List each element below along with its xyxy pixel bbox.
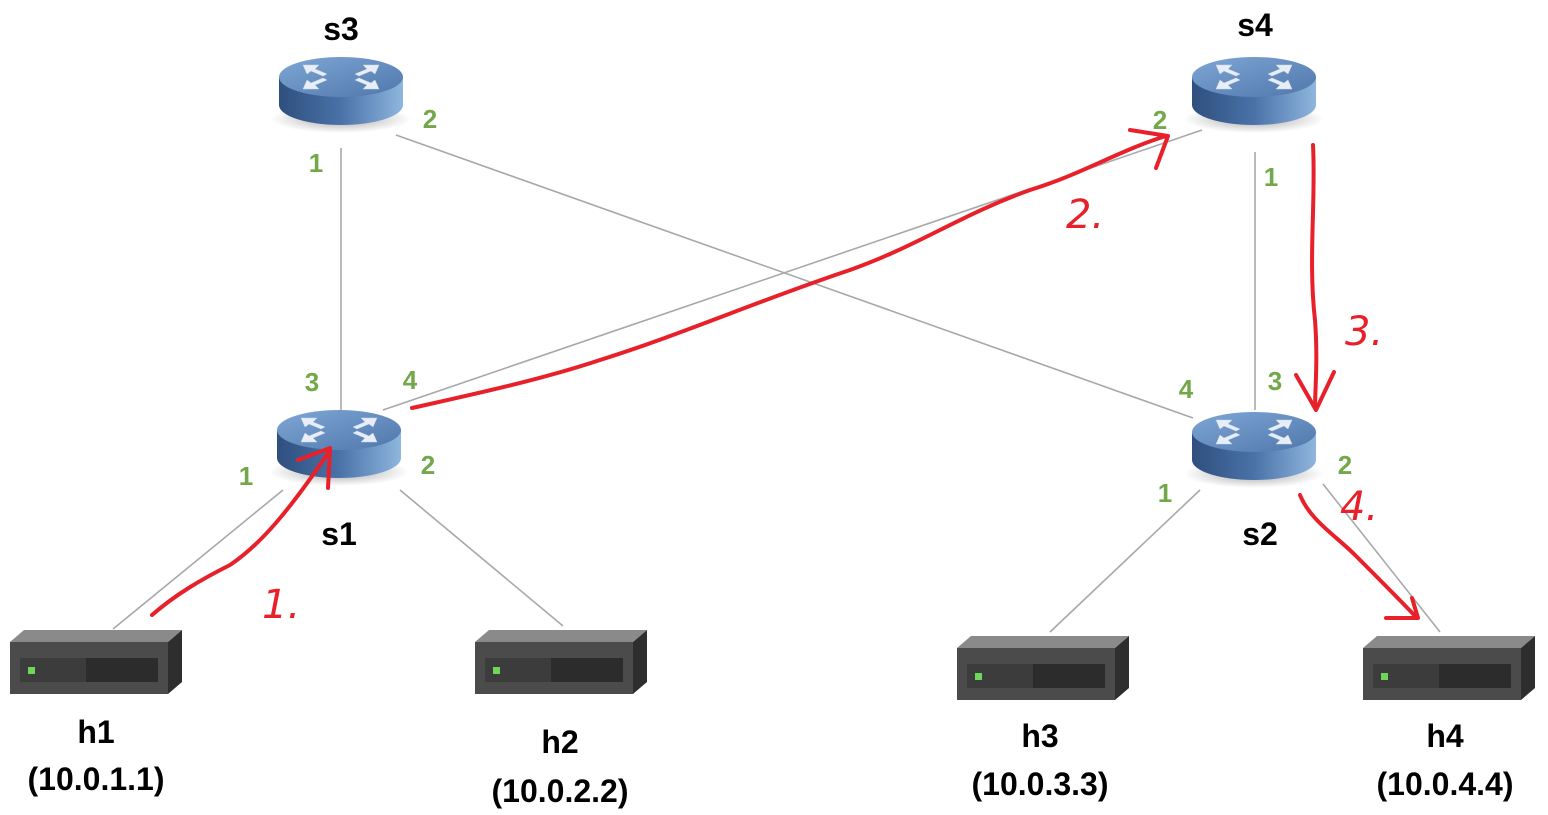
step-label-4: 4. (1340, 484, 1378, 530)
port-s1-1: 1 (239, 461, 253, 491)
switch-label: s1 (321, 516, 357, 552)
path-segment-3 (1310, 143, 1319, 410)
arrowhead-2 (1128, 128, 1170, 170)
port-s1-3: 3 (305, 367, 319, 397)
switch-s2[interactable]: s2 (1183, 411, 1325, 552)
link-s1-h1 (112, 489, 284, 630)
port-s4-2: 2 (1153, 105, 1167, 135)
switch-s3[interactable]: s3 (270, 11, 412, 134)
host-label: h4 (1426, 718, 1464, 754)
port-labels: 1 2 2 1 3 4 1 2 4 3 1 2 (239, 104, 1352, 508)
router-icon (270, 56, 412, 134)
host-h1[interactable]: h1 (10.0.1.1) (10, 630, 182, 797)
host-label: h3 (1021, 718, 1058, 754)
port-s1-2: 2 (421, 450, 435, 480)
host-h3[interactable]: h3 (10.0.3.3) (957, 636, 1129, 802)
host-ip: (10.0.3.3) (972, 766, 1109, 802)
server-icon (10, 630, 182, 694)
port-s2-1: 1 (1158, 478, 1172, 508)
path-segment-2 (410, 134, 1168, 410)
step-label-2: 2. (1066, 192, 1104, 238)
server-icon (957, 636, 1129, 700)
host-ip: (10.0.4.4) (1377, 766, 1514, 802)
server-icon (1363, 636, 1535, 700)
port-s2-2: 2 (1338, 450, 1352, 480)
router-icon (1183, 56, 1325, 134)
host-ip: (10.0.2.2) (492, 773, 629, 809)
port-s3-1: 1 (309, 148, 323, 178)
switch-s1[interactable]: s1 (268, 409, 410, 552)
port-s4-1: 1 (1264, 162, 1278, 192)
switch-label: s2 (1242, 516, 1278, 552)
path-segment-1 (150, 448, 332, 617)
port-s2-4: 4 (1179, 374, 1194, 404)
arrowhead-3 (1294, 370, 1336, 412)
host-ip: (10.0.1.1) (28, 761, 165, 797)
router-icon (1183, 411, 1325, 489)
host-h4[interactable]: h4 (10.0.4.4) (1363, 636, 1535, 802)
step-labels: 1. 2. 3. 4. (262, 192, 1383, 628)
port-s2-3: 3 (1268, 366, 1282, 396)
link-s2-h3 (1049, 489, 1201, 633)
link-s3-s2 (395, 134, 1194, 419)
host-h2[interactable]: h2 (10.0.2.2) (475, 630, 647, 809)
path-segment-4 (1298, 493, 1418, 619)
switch-s4[interactable]: s4 (1183, 7, 1325, 134)
link-s1-h2 (399, 489, 564, 627)
router-icon (268, 409, 410, 487)
port-s3-2: 2 (423, 104, 437, 134)
switch-label: s3 (323, 11, 359, 47)
host-label: h1 (77, 714, 114, 750)
arrowhead-1 (296, 446, 332, 490)
arrowhead-4 (1384, 596, 1420, 620)
switch-label: s4 (1237, 7, 1273, 43)
port-s1-4: 4 (403, 365, 418, 395)
server-icon (475, 630, 647, 694)
link-s2-h4 (1322, 483, 1441, 633)
step-label-1: 1. (262, 582, 300, 628)
host-label: h2 (541, 724, 578, 760)
packet-path-annotation (150, 128, 1420, 620)
step-label-3: 3. (1345, 309, 1383, 355)
